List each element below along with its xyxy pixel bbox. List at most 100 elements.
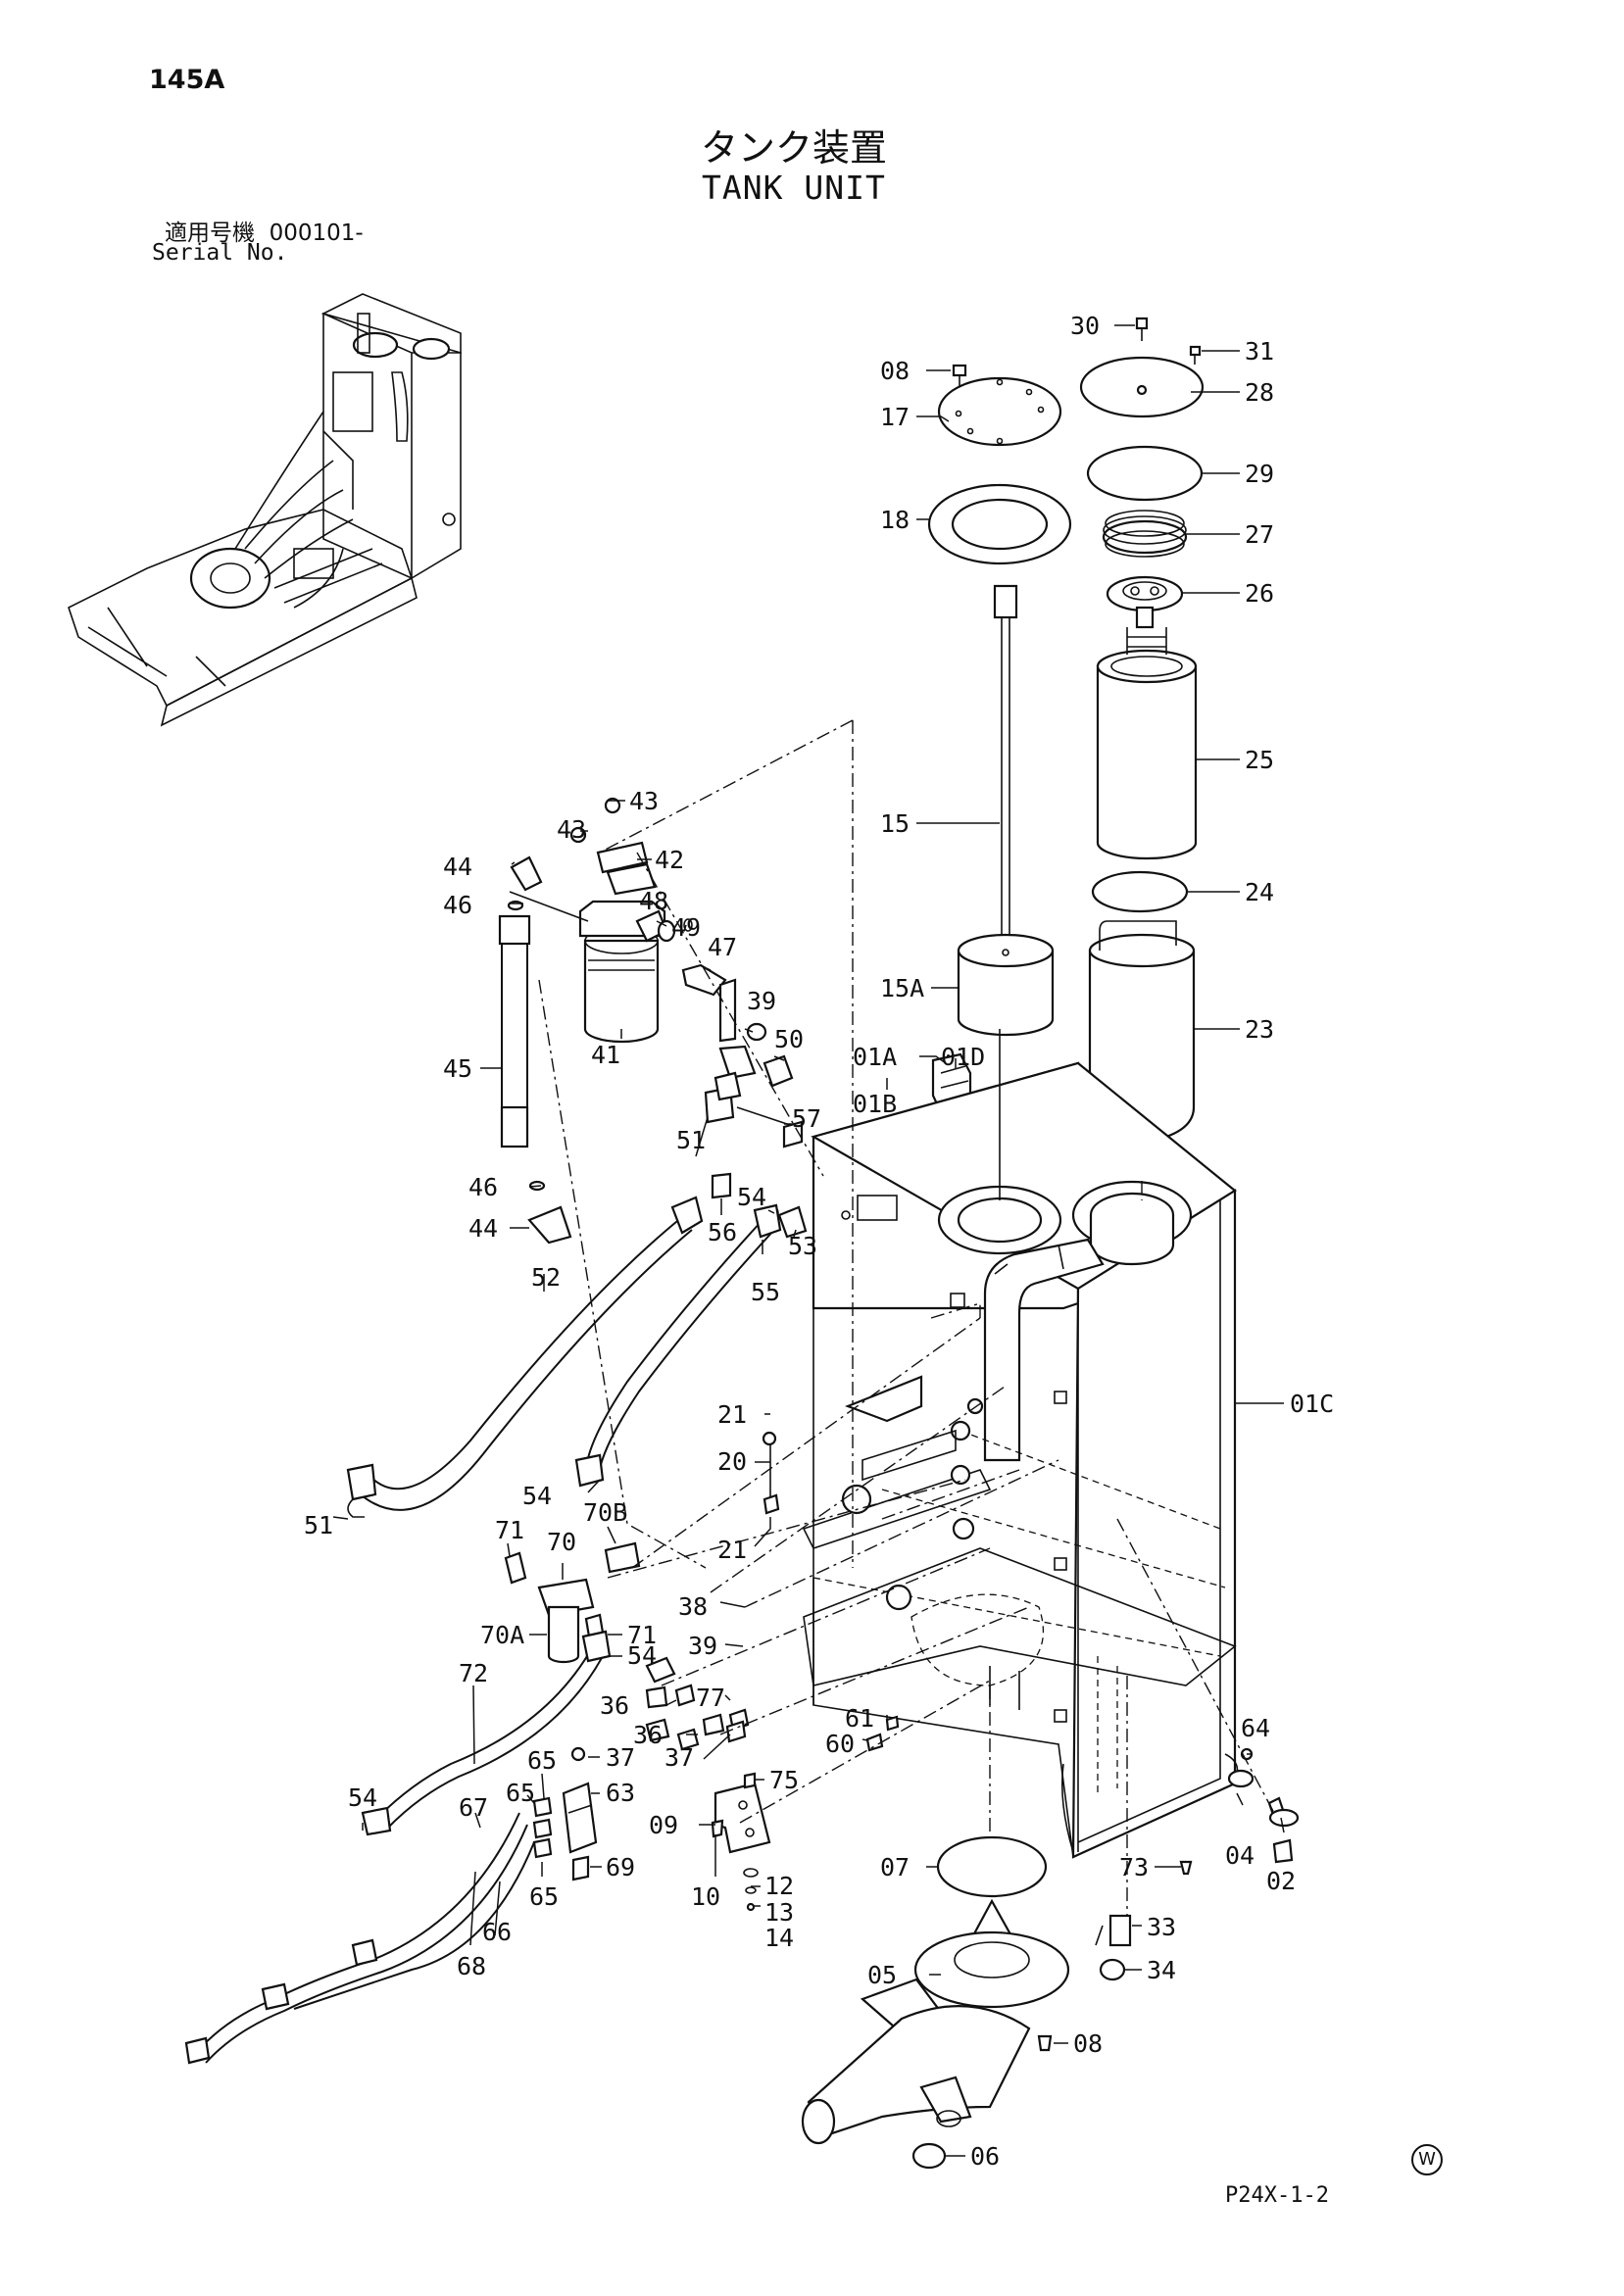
callout-27: 27 bbox=[1245, 520, 1274, 549]
callout-09: 09 bbox=[649, 1811, 678, 1839]
callout-46: 46 bbox=[468, 1173, 498, 1201]
callout-72: 72 bbox=[459, 1659, 488, 1687]
callout-13: 13 bbox=[764, 1898, 794, 1927]
suction-pipe bbox=[983, 1238, 1105, 1462]
bolt-08-top bbox=[952, 364, 967, 387]
assembly-lines bbox=[538, 719, 1275, 1916]
callout-39: 39 bbox=[747, 987, 776, 1015]
callout-42: 42 bbox=[655, 846, 684, 874]
cover-28 bbox=[1079, 356, 1205, 418]
callout-36: 36 bbox=[633, 1721, 663, 1749]
callout-54: 54 bbox=[348, 1783, 377, 1812]
callout-14: 14 bbox=[764, 1924, 794, 1952]
callout-65: 65 bbox=[529, 1882, 559, 1911]
machine-location-inset bbox=[68, 293, 462, 727]
callout-numbers: 30 31 08 17 28 29 18 27 26 25 15 24 15A … bbox=[304, 312, 1334, 2171]
callout-44: 44 bbox=[443, 853, 472, 881]
callout-52: 52 bbox=[531, 1263, 561, 1292]
callout-48: 48 bbox=[639, 887, 668, 915]
o-ring-29 bbox=[1086, 445, 1204, 502]
callout-63: 63 bbox=[606, 1779, 635, 1807]
callout-31: 31 bbox=[1245, 337, 1274, 366]
manifold-63 bbox=[532, 1746, 598, 1881]
callout-08: 08 bbox=[1073, 2029, 1103, 2058]
serial-label-jp: 適用号機 bbox=[165, 220, 255, 246]
callout-01B: 01B bbox=[853, 1090, 897, 1118]
gasket-07 bbox=[936, 1835, 1048, 1898]
callout-02: 02 bbox=[1266, 1867, 1296, 1895]
callout-23: 23 bbox=[1245, 1015, 1274, 1044]
spring-27 bbox=[1102, 510, 1188, 558]
callout-77: 77 bbox=[696, 1684, 725, 1712]
callout-54: 54 bbox=[522, 1482, 552, 1510]
callout-07: 07 bbox=[880, 1853, 910, 1881]
callout-15A: 15A bbox=[880, 974, 924, 1002]
title-japanese: タンク装置 bbox=[701, 126, 888, 170]
callout-70B: 70B bbox=[583, 1498, 627, 1527]
callout-26: 26 bbox=[1245, 579, 1274, 608]
callout-46: 46 bbox=[443, 891, 472, 919]
callout-24: 24 bbox=[1245, 878, 1274, 906]
callout-70A: 70A bbox=[480, 1621, 524, 1649]
float-15A bbox=[957, 933, 1055, 1037]
tank-internal-hidden bbox=[802, 1195, 1239, 1793]
callout-71: 71 bbox=[627, 1621, 657, 1649]
callout-51: 51 bbox=[676, 1126, 706, 1154]
callout-44: 44 bbox=[468, 1214, 498, 1243]
callout-39: 39 bbox=[688, 1632, 717, 1660]
title-english: TANK UNIT bbox=[702, 169, 886, 207]
w-mark-symbol: W bbox=[1411, 2144, 1443, 2175]
callout-10: 10 bbox=[691, 1882, 720, 1911]
leader-lines bbox=[332, 324, 1285, 2157]
hose-45 bbox=[498, 914, 531, 1148]
callout-68: 68 bbox=[457, 1952, 486, 1980]
callout-64: 64 bbox=[1241, 1714, 1270, 1742]
bolt-30 bbox=[1135, 317, 1149, 341]
callout-57: 57 bbox=[792, 1104, 821, 1133]
callout-33: 33 bbox=[1147, 1913, 1176, 1941]
callout-12: 12 bbox=[764, 1872, 794, 1900]
callout-20: 20 bbox=[717, 1447, 747, 1476]
callout-54: 54 bbox=[737, 1183, 766, 1211]
elbow-44-bottom bbox=[527, 1180, 572, 1245]
callout-01A: 01A bbox=[853, 1043, 897, 1071]
level-gauge-15 bbox=[993, 584, 1018, 941]
drain-fittings bbox=[1227, 1747, 1300, 1864]
tee-fittings-47-50 bbox=[681, 963, 804, 1148]
callout-34: 34 bbox=[1147, 1956, 1176, 1984]
pressure-switch-70 bbox=[504, 1541, 641, 1664]
callout-60: 60 bbox=[825, 1730, 855, 1758]
callout-28: 28 bbox=[1245, 378, 1274, 407]
tank-flange-right bbox=[1071, 1180, 1193, 1266]
callout-53: 53 bbox=[788, 1232, 817, 1260]
callout-51: 51 bbox=[304, 1511, 333, 1539]
small-fittings bbox=[645, 1375, 923, 1912]
figure-code: P24X-1-2 bbox=[1225, 2183, 1329, 2208]
callout-50: 50 bbox=[774, 1025, 804, 1053]
callout-45: 45 bbox=[443, 1054, 472, 1083]
callout-47: 47 bbox=[708, 933, 737, 961]
tank-flange-left bbox=[937, 1029, 1062, 1255]
callout-73: 73 bbox=[1119, 1853, 1149, 1881]
serial-label-english: Serial No. bbox=[152, 240, 288, 266]
valve-26 bbox=[1106, 575, 1184, 629]
callout-56: 56 bbox=[708, 1218, 737, 1246]
callout-01C: 01C bbox=[1290, 1390, 1334, 1418]
callout-05: 05 bbox=[867, 1961, 897, 1989]
suction-pipe-05 bbox=[801, 1898, 1070, 2145]
bolt-73 bbox=[1179, 1860, 1193, 1876]
bolt-31 bbox=[1189, 345, 1202, 365]
callout-29: 29 bbox=[1245, 460, 1274, 488]
callout-55: 55 bbox=[751, 1278, 780, 1306]
bracket-09 bbox=[711, 1782, 771, 1854]
page-number: 145A bbox=[149, 65, 225, 95]
serial-range: 000101- bbox=[269, 220, 364, 246]
callout-70: 70 bbox=[547, 1528, 576, 1556]
o-ring-24 bbox=[1091, 870, 1189, 913]
callout-21: 21 bbox=[717, 1400, 747, 1429]
gasket-18 bbox=[927, 483, 1072, 565]
callout-37: 37 bbox=[664, 1743, 694, 1772]
callout-43: 43 bbox=[557, 815, 586, 844]
callout-30: 30 bbox=[1070, 312, 1100, 340]
